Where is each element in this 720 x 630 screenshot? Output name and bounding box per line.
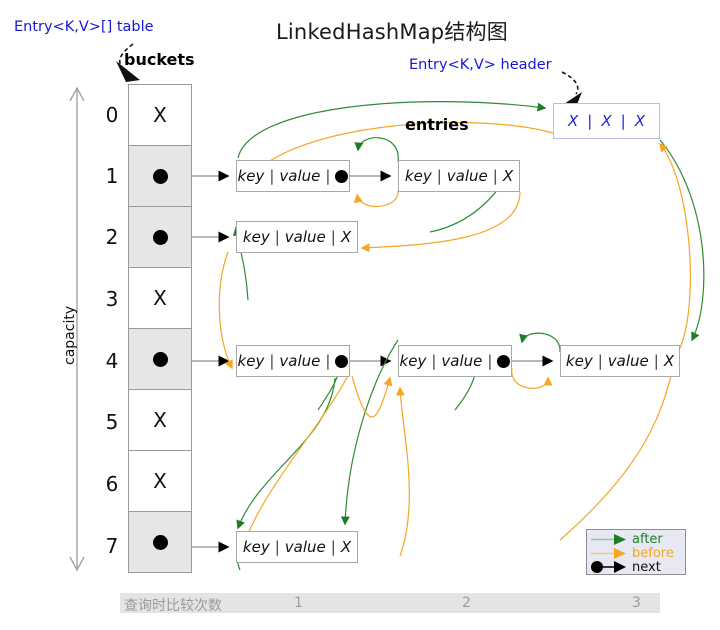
capacity-label: capacity — [62, 305, 78, 365]
field-separator: | — [325, 352, 331, 370]
annotation-header-label: Entry<K,V> header — [409, 57, 552, 73]
bucket-cell-3[interactable]: X — [129, 268, 191, 329]
field-separator: | — [431, 352, 437, 370]
field-separator: | — [597, 352, 603, 370]
header-entry-node[interactable]: X | X | X — [553, 103, 660, 139]
bucket-cell-4[interactable] — [129, 329, 191, 390]
entry-value: value — [279, 167, 321, 185]
field-separator: | — [325, 167, 331, 185]
buckets-label: buckets — [124, 50, 195, 69]
annotation-table-label: Entry<K,V>[] table — [14, 19, 154, 35]
entry-value: value — [284, 538, 326, 556]
bucket-table: X X X X — [128, 84, 192, 573]
page-title: LinkedHashMap结构图 — [276, 20, 508, 44]
arrow-orange-icon — [591, 547, 626, 559]
entry-key: key — [242, 538, 270, 556]
footer-count-2: 2 — [462, 595, 471, 611]
bucket-cell-1[interactable] — [129, 146, 191, 207]
bucket-cell-5[interactable]: X — [129, 390, 191, 451]
entry-next-null: X — [340, 228, 352, 246]
entry-key: key — [565, 352, 593, 370]
legend-item-next: next — [590, 559, 682, 575]
legend-label-after: after — [632, 531, 663, 547]
bucket-cell-7[interactable] — [129, 512, 191, 573]
dot-arrow-black-icon — [591, 561, 626, 573]
footer-count-1: 1 — [294, 595, 303, 611]
field-separator: | — [274, 538, 280, 556]
field-separator: | — [269, 167, 275, 185]
footer-count-3: 3 — [632, 595, 641, 611]
entry-node-b4-n2[interactable]: key | value | X — [560, 345, 680, 377]
field-separator: | — [330, 228, 336, 246]
legend-item-before: before — [590, 545, 682, 561]
bucket-null-mark: X — [153, 286, 167, 310]
field-separator: | — [653, 352, 659, 370]
entry-next-dot-icon — [497, 354, 511, 368]
legend-item-after: after — [590, 531, 682, 547]
header-field-2: X — [601, 112, 612, 130]
bucket-index-5: 5 — [105, 410, 119, 434]
field-separator: | — [274, 228, 280, 246]
header-field-1: X — [568, 112, 579, 130]
legend-label-before: before — [632, 545, 674, 561]
entry-node-b1-n1[interactable]: key | value | X — [398, 160, 520, 192]
bucket-null-mark: X — [153, 103, 167, 127]
entry-node-b1-n0[interactable]: key | value | — [236, 160, 350, 192]
bucket-index-4: 4 — [105, 349, 119, 373]
field-separator: | — [587, 112, 593, 130]
header-field-3: X — [634, 112, 645, 130]
entry-value: value — [446, 167, 488, 185]
field-separator: | — [487, 352, 493, 370]
field-separator: | — [436, 167, 442, 185]
bucket-pointer-dot-icon — [152, 534, 168, 550]
footer-band: 查询时比较次数 1 2 3 — [120, 593, 660, 614]
bucket-null-mark: X — [153, 469, 167, 493]
bucket-pointer-dot-icon — [152, 351, 168, 367]
entry-next-null: X — [663, 352, 675, 370]
bucket-pointer-dot-icon — [152, 229, 168, 245]
entry-key: key — [237, 352, 265, 370]
field-separator: | — [492, 167, 498, 185]
field-separator: | — [620, 112, 626, 130]
bucket-index-7: 7 — [105, 534, 119, 558]
entry-node-b4-n0[interactable]: key | value | — [236, 345, 350, 377]
entry-value: value — [441, 352, 483, 370]
bucket-cell-0[interactable]: X — [129, 85, 191, 146]
entry-node-b4-n1[interactable]: key | value | — [398, 345, 512, 377]
bucket-index-6: 6 — [105, 472, 119, 496]
entry-value: value — [284, 228, 326, 246]
entry-next-null: X — [340, 538, 352, 556]
field-separator: | — [330, 538, 336, 556]
bucket-index-1: 1 — [105, 164, 119, 188]
entry-next-dot-icon — [335, 354, 349, 368]
entry-key: key — [404, 167, 432, 185]
entry-key: key — [242, 228, 270, 246]
bucket-null-mark: X — [153, 408, 167, 432]
bucket-index-2: 2 — [105, 225, 119, 249]
bucket-index-3: 3 — [105, 287, 119, 311]
entry-next-dot-icon — [335, 169, 349, 183]
entry-key: key — [399, 352, 427, 370]
entry-node-b7-n0[interactable]: key | value | X — [236, 531, 358, 563]
legend-label-next: next — [632, 559, 661, 575]
field-separator: | — [269, 352, 275, 370]
bucket-pointer-dot-icon — [152, 168, 168, 184]
bucket-cell-2[interactable] — [129, 207, 191, 268]
footer-label: 查询时比较次数 — [124, 598, 222, 614]
arrow-green-icon — [591, 533, 626, 545]
bucket-index-0: 0 — [105, 103, 119, 127]
entry-node-b2-n0[interactable]: key | value | X — [236, 221, 358, 253]
entries-label: entries — [405, 115, 469, 134]
entry-value: value — [607, 352, 649, 370]
legend: after before next — [586, 529, 686, 575]
entry-next-null: X — [502, 167, 514, 185]
bucket-cell-6[interactable]: X — [129, 451, 191, 512]
entry-value: value — [279, 352, 321, 370]
entry-key: key — [237, 167, 265, 185]
